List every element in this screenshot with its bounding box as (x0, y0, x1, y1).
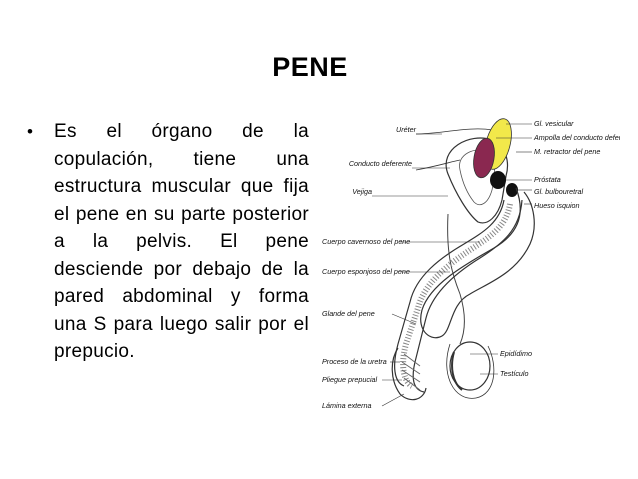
bladder-shape (445, 137, 509, 224)
penile-body-shading (400, 203, 513, 389)
penile-body-outer (412, 199, 523, 393)
label-proceso-uretra: Proceso de la uretra (322, 357, 387, 366)
penis-anatomy-illustration: Uréter Conducto deferente Vejiga Cuerpo … (322, 118, 620, 410)
label-ampolla: Ampolla del conducto deferente (533, 133, 620, 142)
bullet-icon: • (27, 122, 33, 141)
vas-deferens-line (415, 159, 461, 171)
epididymis (451, 351, 463, 391)
slide-title: PENE (272, 52, 348, 82)
ampulla (473, 137, 495, 179)
prostate (490, 171, 506, 189)
bulbourethral-gland (506, 183, 518, 197)
label-epididimo: Epidídimo (500, 349, 532, 358)
label-pliegue-prepucial: Pliegue prepucial (322, 375, 378, 384)
label-retractor: M. retractor del pene (534, 147, 600, 156)
bullet-text: Es el órgano de la copulación, tiene una… (54, 121, 309, 362)
label-prostata: Próstata (534, 175, 561, 184)
penile-body-inner (394, 199, 505, 387)
bullet-item: • Es el órgano de la copulación, tiene u… (27, 118, 309, 366)
penile-body (420, 187, 535, 339)
label-vejiga: Vejiga (352, 187, 372, 196)
testis (449, 341, 491, 391)
prepuce-folds (401, 353, 421, 391)
label-conducto-deferente: Conducto deferente (349, 159, 412, 168)
label-hueso-isquion: Hueso isquion (534, 201, 580, 210)
label-cuerpo-esponjoso: Cuerpo esponjoso del pene (322, 267, 410, 276)
vas-deferens-tube (447, 213, 461, 295)
spermatic-cord (459, 293, 465, 345)
label-ureter: Uréter (396, 125, 417, 134)
label-bulbouretral: Gl. bulbouretral (534, 187, 584, 196)
label-gl-vesicular: Gl. vesicular (534, 119, 574, 128)
anatomy-diagram: Uréter Conducto deferente Vejiga Cuerpo … (320, 104, 620, 434)
label-lamina-externa: Lámina externa (322, 401, 372, 410)
glans (391, 347, 427, 401)
label-cuerpo-cavernoso: Cuerpo cavernoso del pene (322, 237, 410, 246)
label-testiculo: Testículo (500, 369, 529, 378)
label-glande: Glande del pene (322, 309, 375, 318)
scrotum (446, 343, 495, 399)
